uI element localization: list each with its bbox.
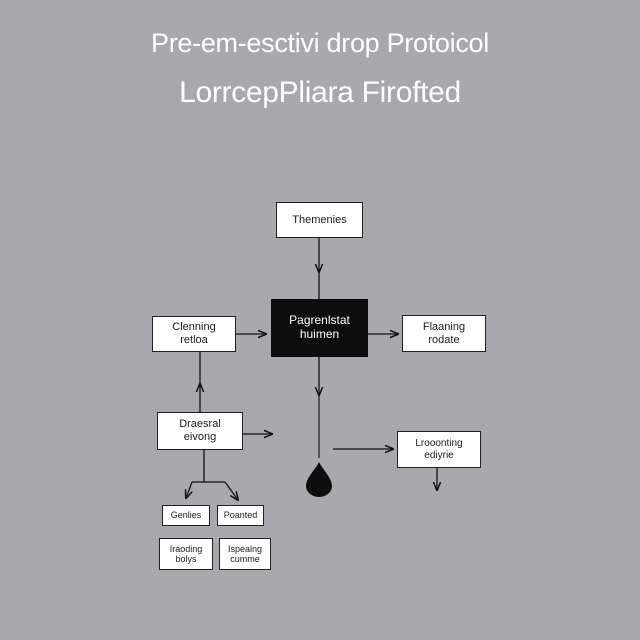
node-small-3-line-1: Iraoding — [169, 543, 203, 554]
node-small-2: Poanted — [217, 505, 264, 526]
node-small-3: Iraoding bolys — [159, 538, 213, 570]
connector-branch-right — [224, 481, 238, 500]
node-right-line-2: rodate — [428, 333, 460, 346]
node-small-1: Genlies — [162, 505, 210, 526]
node-mid-right-line-1: Lrooonting — [415, 438, 463, 449]
node-small-4-line-2: cumme — [230, 554, 260, 564]
node-themenies: Themenies — [276, 202, 363, 238]
node-left-line-1: Clenning — [172, 321, 216, 334]
title-line-2: LorrcepPliara Firofted — [179, 76, 461, 109]
node-mid-left-line-2: eivong — [183, 431, 217, 443]
node-small-2-label: Poanted — [223, 510, 258, 521]
node-left-line-2: retloa — [180, 334, 208, 346]
drop-icon — [306, 462, 332, 497]
node-mid-left-line-1: Draesral — [179, 418, 221, 431]
node-center: Pagrenlstat huimen — [271, 299, 368, 357]
node-themenies-label: Themenies — [292, 213, 347, 226]
node-mid-left: Draesral eivong — [157, 412, 243, 450]
node-small-4-line-1: Ispealng — [227, 543, 263, 554]
node-small-4: Ispealng cumme — [219, 538, 271, 570]
node-right: Flaaning rodate — [402, 315, 486, 352]
node-mid-right: Lrooonting ediyrie — [397, 431, 481, 468]
node-small-1-label: Genlies — [170, 510, 202, 521]
node-left: Clenning retloa — [152, 316, 236, 352]
node-mid-right-line-2: ediyrie — [424, 449, 454, 461]
connector-branch-left — [186, 481, 192, 498]
title-line-1: Pre-em-esctivi drop Protoicol — [151, 28, 489, 58]
node-right-line-1: Flaaning — [422, 320, 466, 333]
node-center-line-2: huimen — [299, 327, 340, 341]
node-small-3-line-2: bolys — [175, 554, 197, 564]
node-center-line-1: Pagrenlstat — [289, 313, 350, 328]
